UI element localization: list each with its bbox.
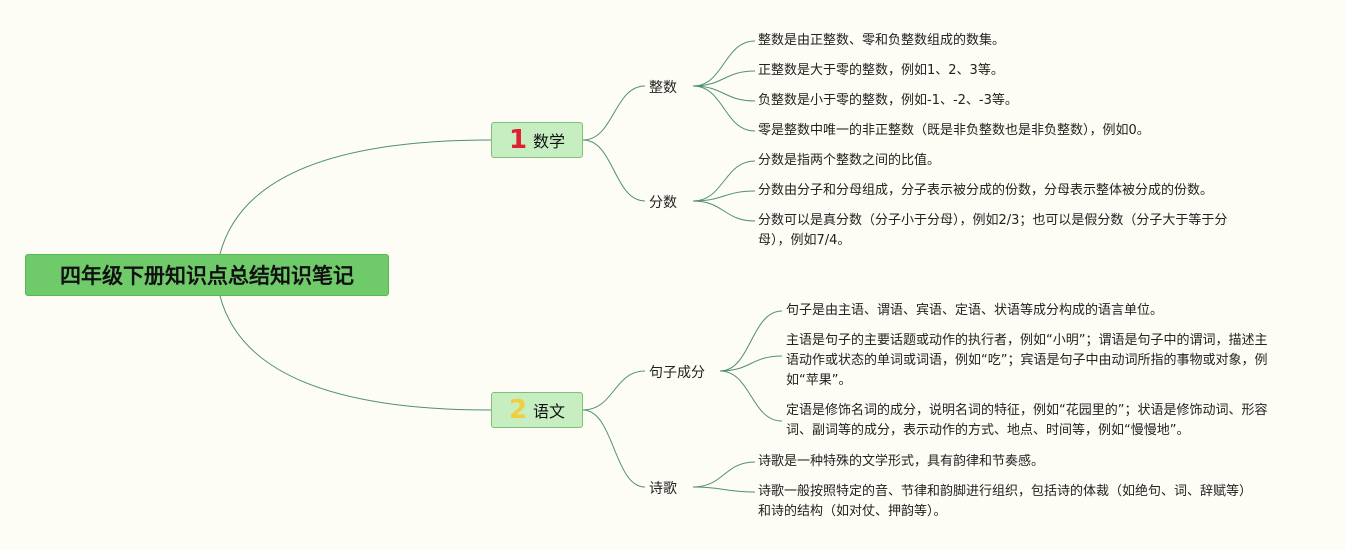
leaf-fraction-1[interactable]: 分数是指两个整数之间的比值。	[758, 153, 941, 168]
number-one-icon: 1	[508, 125, 528, 155]
leaf-integer-3[interactable]: 负整数是小于零的整数，例如-1、-2、-3等。	[758, 93, 1018, 108]
leaf-integer-1[interactable]: 整数是由正整数、零和负整数组成的数集。	[758, 33, 1006, 48]
link-chinese-poetry	[582, 409, 646, 488]
leaf-sentence-3[interactable]: 定语是修饰名词的成分，说明名词的特征，例如“花园里的”；状语是修饰动词、形容词、…	[786, 403, 1268, 438]
leaf-fraction-3[interactable]: 分数可以是真分数（分子小于分母），例如2/3；也可以是假分数（分子大于等于分母）…	[758, 213, 1228, 248]
link-sentence-leaf-2	[719, 355, 783, 372]
subtopic-integers[interactable]: 整数	[649, 80, 677, 96]
link-math-integers	[582, 85, 646, 141]
leaf-sentence-1[interactable]: 句子是由主语、谓语、宾语、定语、状语等成分构成的语言单位。	[786, 303, 1164, 318]
leaf-integer-4[interactable]: 零是整数中唯一的非正整数（既是非负整数也是非负整数），例如0。	[758, 123, 1150, 138]
link-integer-leaf-4	[692, 85, 756, 132]
root-title: 四年级下册知识点总结知识笔记	[60, 264, 354, 288]
topic-math[interactable]: 1 数学	[491, 122, 583, 158]
leaf-poetry-1[interactable]: 诗歌是一种特殊的文学形式，具有韵律和节奏感。	[758, 454, 1045, 469]
link-sentence-leaf-1	[719, 310, 783, 372]
link-integer-leaf-3	[692, 85, 756, 102]
leaf-fraction-2[interactable]: 分数由分子和分母组成，分子表示被分成的份数，分母表示整体被分成的份数。	[758, 183, 1214, 198]
leaf-sentence-2[interactable]: 主语是句子的主要话题或动作的执行者，例如“小明”；谓语是句子中的谓词，描述主语动…	[786, 333, 1268, 388]
link-fraction-leaf-1	[692, 160, 756, 202]
link-integer-leaf-2	[692, 70, 756, 87]
link-sentence-leaf-3	[719, 370, 783, 422]
link-fraction-leaf-2	[692, 190, 756, 202]
topic-math-label: 数学	[533, 132, 566, 151]
leaf-poetry-2[interactable]: 诗歌一般按照特定的音、节律和韵脚进行组织，包括诗的体裁（如绝句、词、辞赋等）和诗…	[758, 484, 1253, 519]
link-root-math	[219, 139, 492, 255]
link-root-chinese	[219, 295, 492, 411]
link-chinese-sentence	[582, 370, 646, 411]
link-poetry-leaf-1	[692, 461, 756, 488]
subtopic-poetry[interactable]: 诗歌	[649, 481, 677, 497]
leaf-integer-2[interactable]: 正整数是大于零的整数，例如1、2、3等。	[758, 63, 1004, 78]
link-poetry-leaf-2	[692, 486, 756, 493]
topic-chinese-label: 语文	[533, 402, 566, 421]
root-node[interactable]: 四年级下册知识点总结知识笔记	[25, 254, 389, 296]
number-two-icon: 2	[508, 395, 528, 425]
link-integer-leaf-1	[692, 40, 756, 87]
link-fraction-leaf-3	[692, 200, 756, 222]
link-math-fractions	[582, 139, 646, 202]
subtopic-fractions[interactable]: 分数	[649, 195, 677, 211]
subtopic-sentence-components[interactable]: 句子成分	[649, 365, 705, 381]
topic-chinese[interactable]: 2 语文	[491, 392, 583, 428]
